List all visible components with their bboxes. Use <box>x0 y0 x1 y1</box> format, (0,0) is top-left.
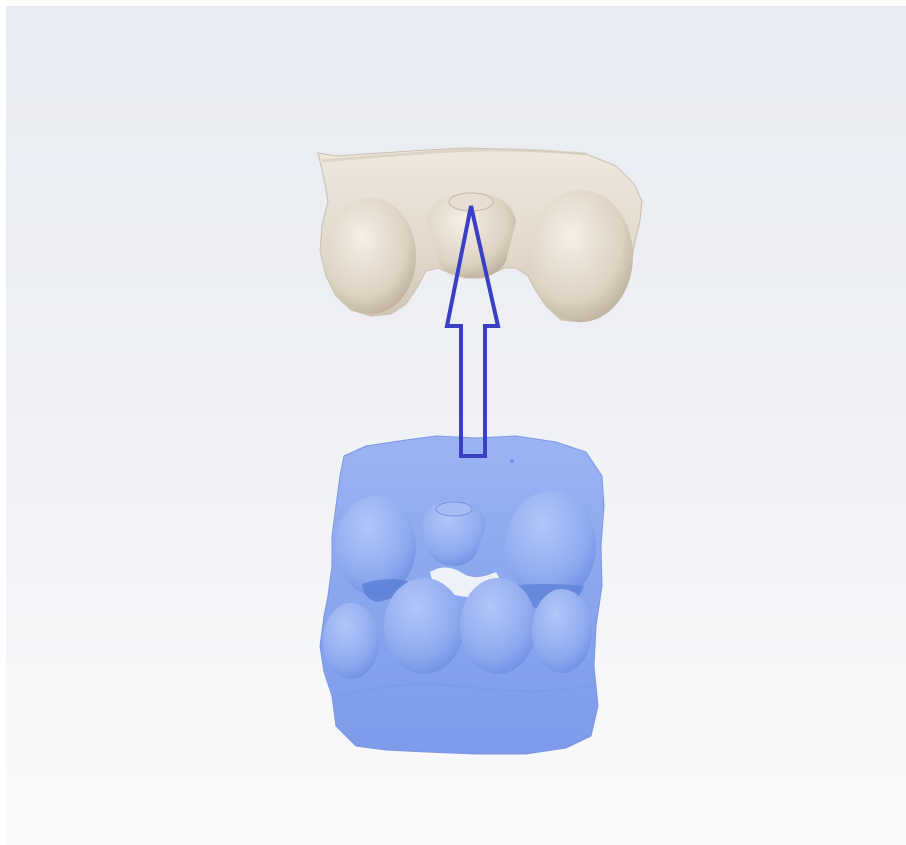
lower-row-tooth-4 <box>532 589 592 673</box>
lower-jaw-model[interactable] <box>320 436 604 754</box>
lower-row-tooth-1 <box>323 603 379 679</box>
upper-jaw-model[interactable] <box>318 148 642 322</box>
3d-viewport[interactable] <box>6 6 906 845</box>
lower-row-tooth-3 <box>460 578 536 674</box>
upper-right-tooth <box>529 190 633 322</box>
upper-left-tooth <box>326 198 416 314</box>
lower-row-tooth-2 <box>384 578 464 674</box>
3d-scene[interactable] <box>6 6 906 845</box>
